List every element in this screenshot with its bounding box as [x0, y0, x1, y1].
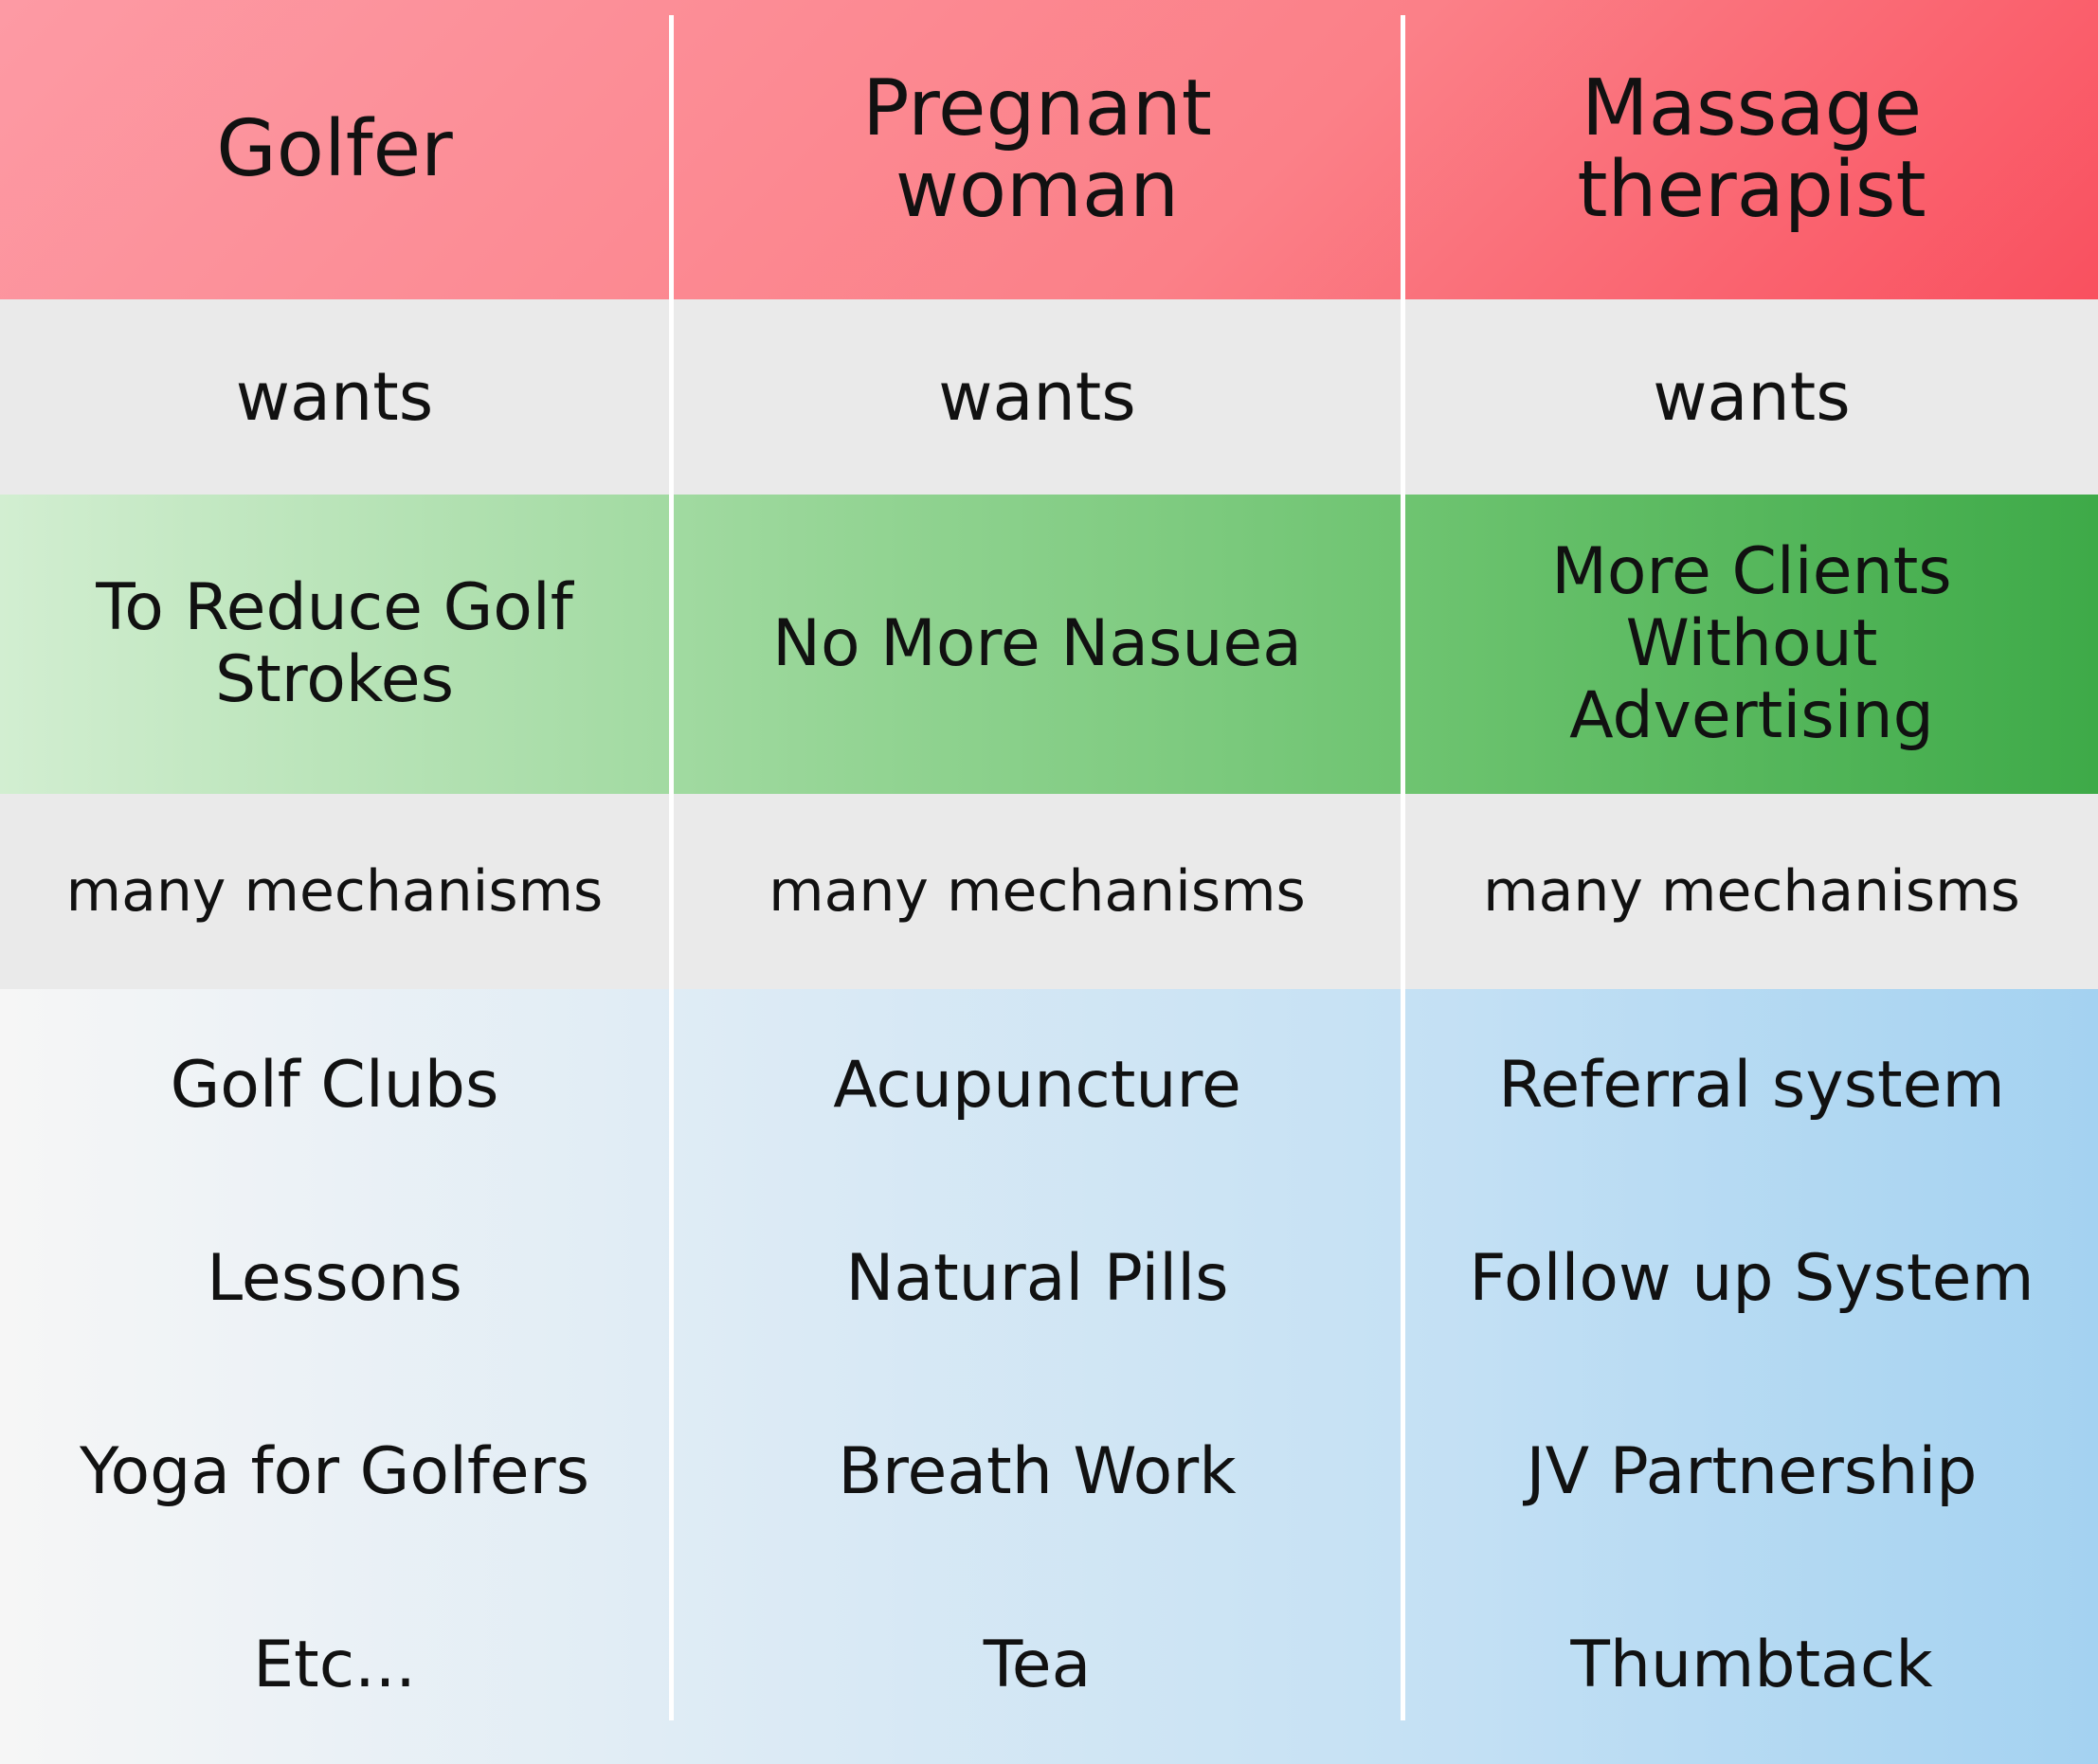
header-golfer: Golfer [216, 104, 453, 194]
wants-label: wants [235, 358, 434, 436]
list-item: Lessons [207, 1241, 462, 1316]
goal-golfer: To Reduce Golf Strokes [96, 570, 573, 717]
mechanisms-band [0, 794, 2098, 989]
list-item: Breath Work [838, 1434, 1237, 1509]
list-item: Natural Pills [845, 1241, 1229, 1316]
list-item: Acupuncture [833, 1048, 1241, 1123]
goal-pregnant-woman: No More Nasuea [772, 606, 1302, 681]
list-item: Follow up System [1469, 1241, 2035, 1316]
list-item: Yoga for Golfers [79, 1434, 590, 1509]
header-band [0, 0, 2098, 299]
column-divider [1401, 15, 1405, 1720]
list-item: Golf Clubs [170, 1048, 499, 1123]
wants-label: wants [938, 358, 1136, 436]
mechanisms-label: many mechanisms [1483, 858, 2020, 925]
mechanisms-label: many mechanisms [769, 858, 1306, 925]
list-item: Etc... [253, 1628, 416, 1702]
list-item: Referral system [1498, 1048, 2005, 1123]
header-massage-therapist: Massage therapist [1577, 63, 1926, 235]
mechanism-list-band [0, 989, 2098, 1764]
goal-massage-therapist: More Clients Without Advertising [1551, 534, 1952, 753]
header-pregnant-woman: Pregnant woman [862, 63, 1212, 235]
wants-label: wants [1653, 358, 1851, 436]
list-item: JV Partnership [1526, 1434, 1978, 1509]
list-item: Tea [983, 1628, 1092, 1702]
list-item: Thumbtack [1570, 1628, 1933, 1702]
column-divider [669, 15, 674, 1720]
wants-band [0, 299, 2098, 495]
mechanisms-label: many mechanisms [65, 858, 604, 925]
goal-band [0, 495, 2098, 794]
